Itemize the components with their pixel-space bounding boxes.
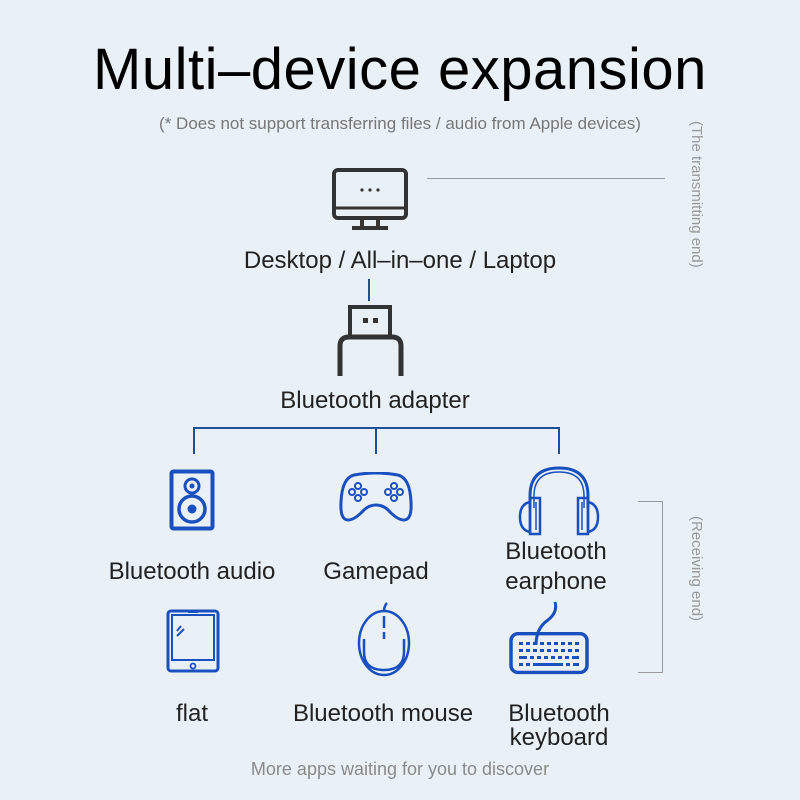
usb-adapter-icon xyxy=(336,304,406,376)
branch-line-audio xyxy=(193,427,195,454)
tablet-icon xyxy=(166,609,220,673)
footer-note: More apps waiting for you to discover xyxy=(250,759,550,779)
branch-line-gamepad xyxy=(375,427,377,454)
subtitle-note: (* Does not support transferring files /… xyxy=(159,114,641,133)
desktop-monitor-icon xyxy=(332,168,408,234)
gamepad-icon xyxy=(338,472,414,524)
receiver-label-audio: Bluetooth audio xyxy=(108,558,276,585)
page-title: Multi–device expansion xyxy=(93,37,707,102)
receiving-bracket-bottom xyxy=(638,672,663,673)
receiver-label-gamepad: Gamepad xyxy=(323,558,429,585)
receiver-label-tablet: flat xyxy=(175,700,208,727)
receiver-label-keyboard-line1: Bluetooth xyxy=(508,700,610,727)
transmitting-divider-line xyxy=(427,178,665,179)
receiver-label-earphone-line2: earphone xyxy=(505,568,607,595)
receiver-label-mouse: Bluetooth mouse xyxy=(292,700,474,727)
receiving-bracket-top xyxy=(638,501,663,502)
headphones-icon xyxy=(518,466,600,536)
branch-line-earphone xyxy=(558,427,560,454)
speaker-icon xyxy=(169,469,215,531)
receiver-label-earphone-line1: Bluetooth xyxy=(505,538,607,565)
keyboard-icon xyxy=(508,600,592,680)
transmitting-end-label: (The transmitting end) xyxy=(688,121,705,268)
receiving-bracket-vertical xyxy=(662,501,663,673)
transmitter-label: Desktop / All–in–one / Laptop xyxy=(243,247,557,274)
connector-line xyxy=(368,279,370,301)
receiver-label-keyboard-line2: keyboard xyxy=(509,724,609,751)
receiving-end-label: (Receiving end) xyxy=(688,516,705,622)
adapter-label: Bluetooth adapter xyxy=(280,387,470,414)
mouse-icon xyxy=(356,600,412,678)
